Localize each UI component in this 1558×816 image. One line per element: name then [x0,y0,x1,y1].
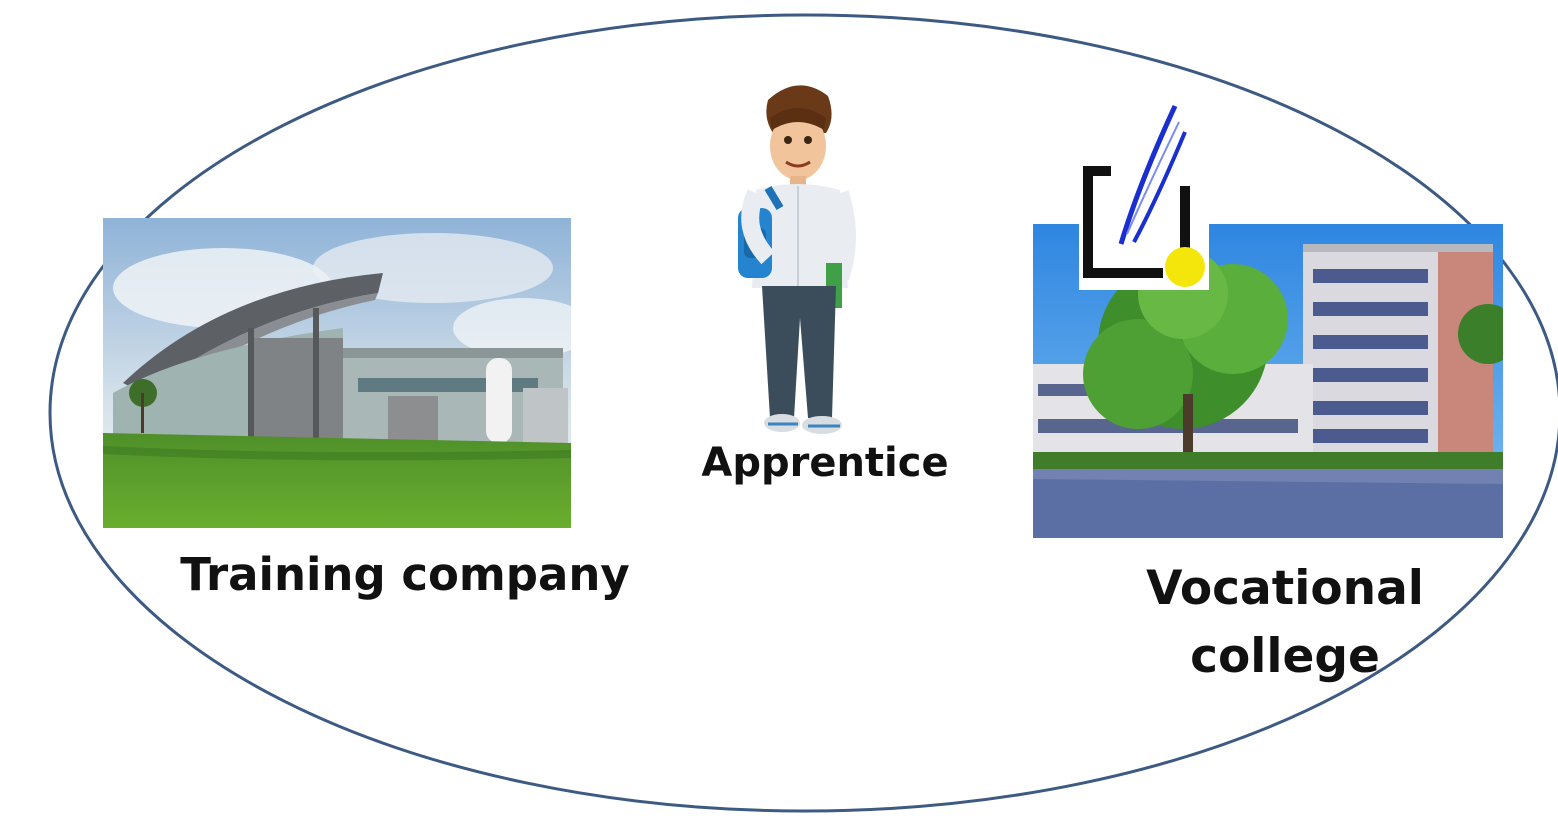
vocational-college-label: Vocational college [1120,555,1450,691]
vocational-college-label-line1: Vocational [1146,561,1424,616]
apprentice-label: Apprentice [701,440,949,486]
factory-building-photo [103,218,571,528]
college-logo [1079,104,1209,290]
vocational-college-label-line2: college [1190,629,1380,684]
training-company-label: Training company [180,548,630,601]
student-cartoon-figure [728,78,870,440]
